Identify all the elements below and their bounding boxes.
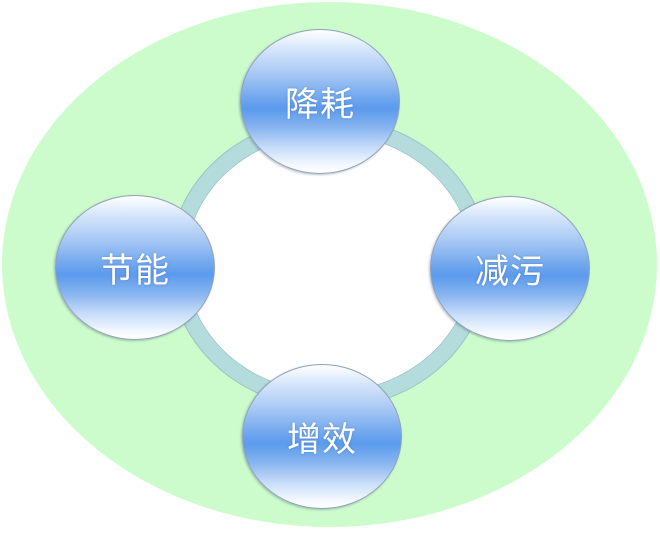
node-save-energy: 节能 (55, 195, 215, 340)
node-reduce-pollution: 减污 (430, 196, 590, 341)
node-label: 降耗 (285, 85, 355, 125)
node-reduce-consumption: 降耗 (240, 29, 400, 174)
node-increase-efficiency: 增效 (242, 364, 402, 509)
node-label: 节能 (100, 251, 170, 291)
node-label: 减污 (475, 252, 545, 292)
node-label: 增效 (287, 420, 357, 460)
